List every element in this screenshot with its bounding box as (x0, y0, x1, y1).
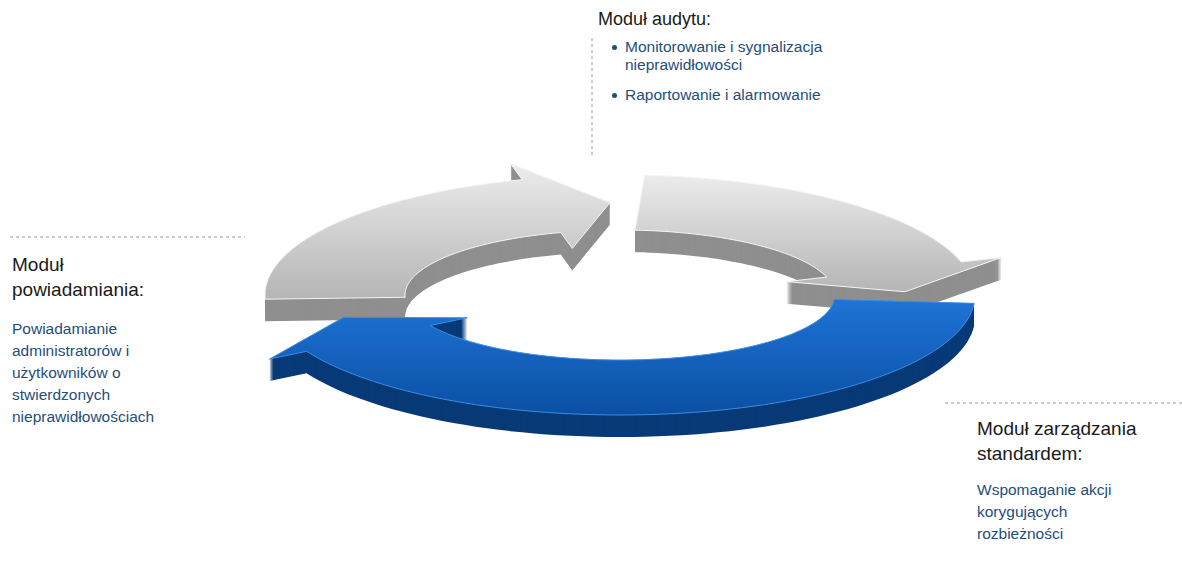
cycle-arrow (265, 164, 610, 321)
arrow-side (265, 165, 610, 300)
bullet-dot (612, 45, 617, 50)
module-title: Moduł powiadamiania: (12, 252, 167, 302)
arrow-face (635, 175, 1002, 291)
leader-line (10, 237, 245, 238)
module-label: Moduł powiadamiania: (12, 252, 167, 302)
arrow-side (635, 176, 1002, 292)
module-title: Moduł audytu: (598, 8, 858, 30)
bullet-dot (612, 93, 617, 98)
module-label: Wspomaganie akcji korygujących rozbieżno… (977, 479, 1129, 545)
module-label: Monitorowanie i sygnalizacja nieprawidło… (625, 38, 870, 74)
cycle-arrow (635, 175, 1002, 313)
arrow-face (265, 164, 610, 299)
arrow-side (269, 301, 974, 416)
module-description: Powiadamianie administratorów i użytkown… (12, 318, 180, 428)
bullet-text: Monitorowanie i sygnalizacja nieprawidło… (625, 38, 870, 74)
leader-line (592, 38, 593, 158)
module-title: Moduł zarządzania standardem: (977, 416, 1177, 466)
cycle-arrow (269, 300, 974, 437)
module-label: Moduł audytu: (598, 8, 858, 30)
arrow-face (269, 300, 974, 415)
module-label: Moduł zarządzania standardem: (977, 416, 1177, 466)
module-description: Wspomaganie akcji korygujących rozbieżno… (977, 479, 1129, 545)
leader-line (945, 403, 1182, 404)
module-label: Raportowanie i alarmowanie (625, 86, 870, 104)
module-label: Powiadamianie administratorów i użytkown… (12, 318, 180, 428)
bullet-text: Raportowanie i alarmowanie (625, 86, 870, 104)
